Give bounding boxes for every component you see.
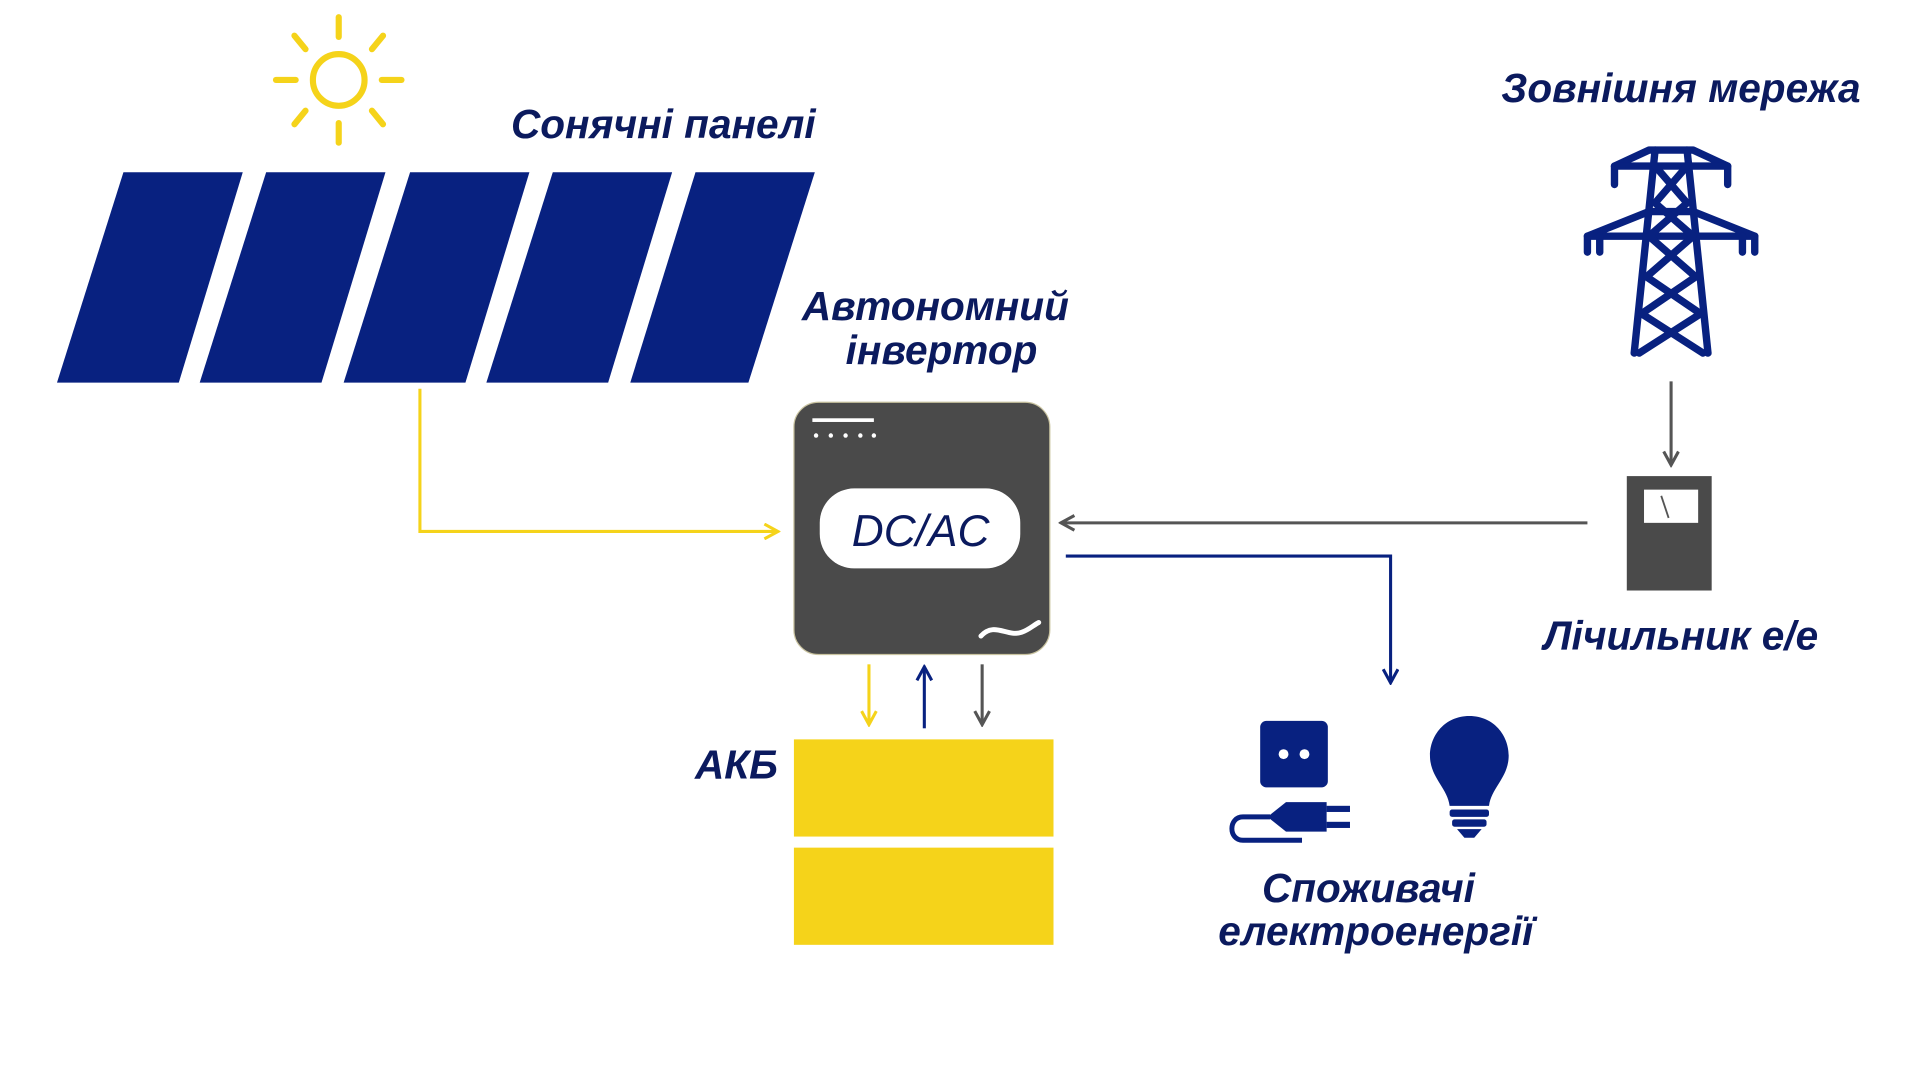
power-tower-icon [1583,146,1759,357]
consumers-label-line2: електроенергії [1218,908,1538,954]
inverter-label-line1: Автономний [801,283,1069,329]
electricity-meter-icon [1626,476,1712,591]
light-bulb-icon [1429,716,1509,838]
flow-solar-to-inverter [418,388,778,532]
external-grid-label: Зовнішня мережа [1501,65,1860,111]
solar-panels-label: Сонячні панелі [511,101,816,147]
ac-symbol [978,620,1042,639]
solar-panel-icon [56,172,815,383]
inverter-icon: DC/AC [793,401,1051,656]
meter-label: Лічильник е/е [1541,613,1818,659]
socket-plug-icon [1229,720,1350,843]
inverter-display-text: DC/AC [852,507,991,556]
consumers-label-line1: Споживачі [1262,865,1476,911]
battery-label: АКБ [694,742,778,788]
inverter-label-line2: інвертор [846,327,1038,373]
flow-inverter-to-consumers [1065,554,1391,683]
battery-icon [793,739,1054,945]
sun-icon [272,14,405,146]
